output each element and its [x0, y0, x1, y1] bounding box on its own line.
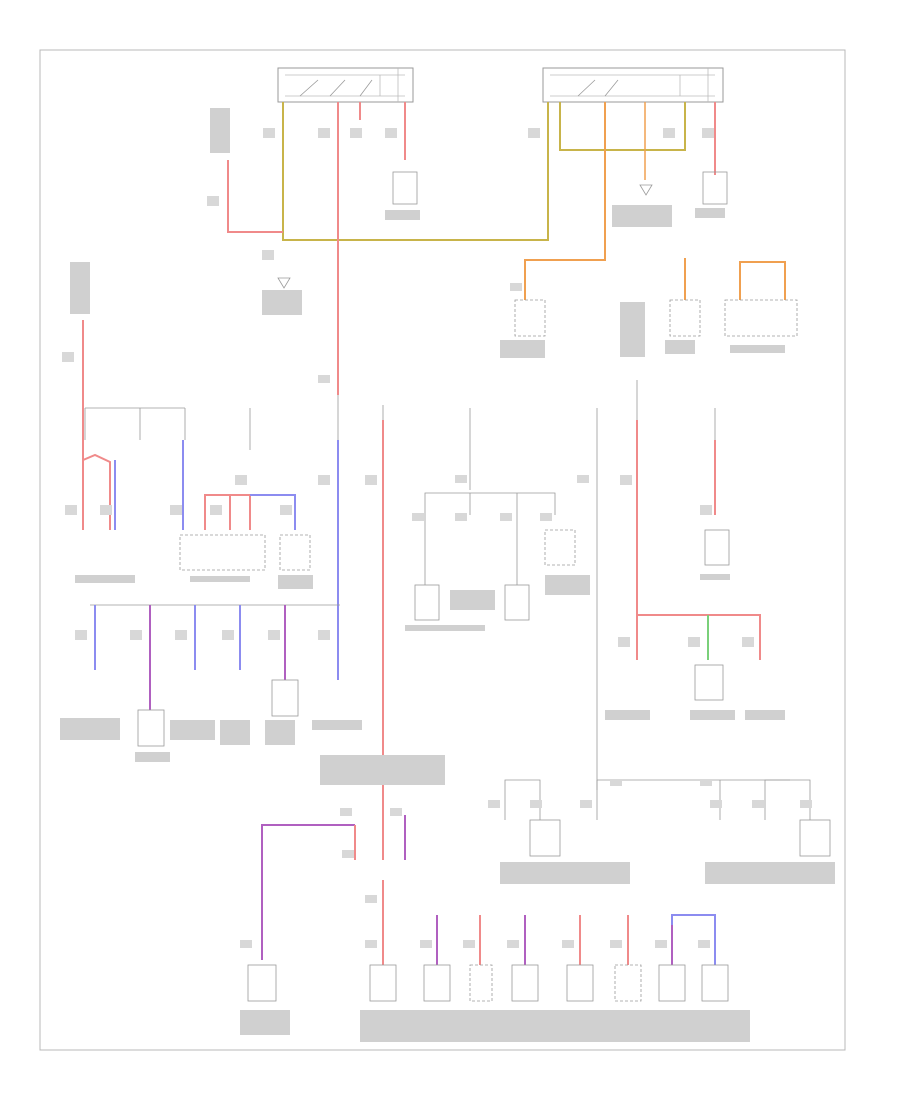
fuse-row — [84, 380, 730, 790]
relay-box-left — [277, 67, 414, 103]
component-right-mid — [694, 664, 724, 701]
top-wires — [227, 102, 786, 395]
mid-components — [137, 679, 299, 747]
wire-tags — [62, 128, 812, 948]
diagram-frame — [39, 49, 846, 1051]
bottom-components — [247, 964, 729, 1002]
right-feeds — [636, 420, 761, 660]
lower-right-bus — [504, 779, 831, 857]
relay-box-right — [542, 67, 724, 103]
bottom-wires — [261, 815, 716, 965]
mid-bus — [90, 604, 340, 710]
label-smudges — [60, 108, 835, 1042]
top-components — [277, 171, 798, 337]
left-feeds — [82, 320, 384, 860]
